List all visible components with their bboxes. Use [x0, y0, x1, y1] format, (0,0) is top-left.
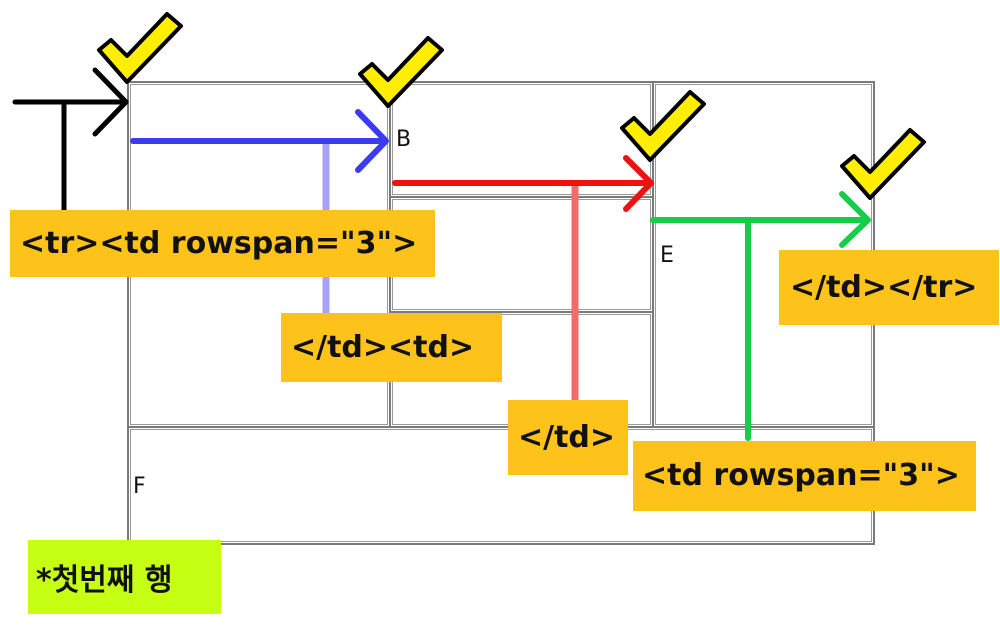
label-close-td-close-tr: </td></tr>	[779, 250, 999, 325]
label-close-td: </td>	[508, 400, 628, 475]
green-arrow-icon	[650, 191, 871, 441]
cell-e-letter: E	[660, 243, 674, 268]
checkmark-icon	[840, 128, 926, 200]
cell-b: B	[389, 81, 654, 198]
label-td-rowspan: <td rowspan="3">	[633, 441, 976, 511]
label-close-td-open-td: </td><td>	[281, 313, 502, 382]
blue-arrow-icon	[130, 109, 389, 173]
checkmark-icon	[620, 90, 706, 162]
red-arrow-icon	[392, 155, 654, 212]
cell-f-letter: F	[133, 474, 146, 499]
checkmark-icon	[97, 12, 183, 84]
cell-b-letter: B	[396, 127, 412, 152]
label-tr-td-rowspan: <tr><td rowspan="3">	[10, 210, 435, 277]
checkmark-icon	[358, 36, 444, 108]
first-row-note: *첫번째 행	[28, 540, 221, 614]
black-arrow-icon	[12, 67, 129, 213]
